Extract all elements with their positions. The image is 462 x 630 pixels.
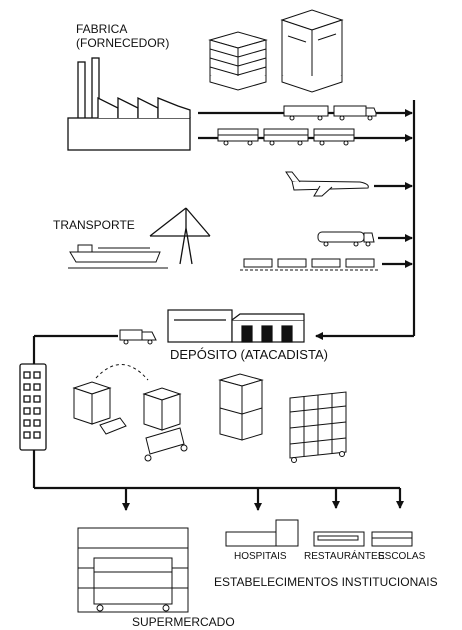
wrapped-pallet-illustration	[282, 10, 342, 92]
factory-label-line2: (FORNECEDOR)	[76, 37, 169, 50]
pallet-transfer-illustration	[74, 364, 187, 461]
schools-label: ESCOLAS	[378, 550, 425, 563]
shelving-rack-icon	[20, 364, 46, 450]
warehouse-label: DEPÓSITO (ATACADISTA)	[170, 348, 328, 361]
institutional-label: ESTABELECIMENTOS INSTITUCIONAIS	[214, 576, 438, 589]
ship-illustration	[68, 245, 168, 268]
roll-cage-cart-icon	[290, 392, 346, 463]
pallet-boxes-illustration	[210, 32, 266, 90]
delivery-truck-icon	[120, 330, 156, 344]
tanker-truck-icon	[318, 232, 374, 246]
rail-flatcars-icon	[240, 259, 380, 270]
restaurants-label: RESTAURÁNTES	[304, 550, 384, 563]
warehouse-illustration	[168, 310, 304, 342]
hospitals-label: HOSPITAIS	[234, 550, 287, 563]
supermarket-label: SUPERMERCADO	[132, 616, 235, 629]
transport-label: TRANSPORTE	[53, 219, 135, 232]
airplane-icon	[286, 172, 368, 196]
hospital-building-icon	[226, 520, 298, 546]
factory-illustration	[68, 58, 190, 150]
restaurant-building-icon	[314, 532, 364, 546]
school-building-icon	[372, 532, 412, 546]
freight-train-icon	[218, 129, 354, 145]
bulk-container-icon	[220, 374, 262, 440]
factory-label-line1: FABRICA	[76, 23, 127, 36]
supermarket-illustration	[78, 528, 188, 612]
